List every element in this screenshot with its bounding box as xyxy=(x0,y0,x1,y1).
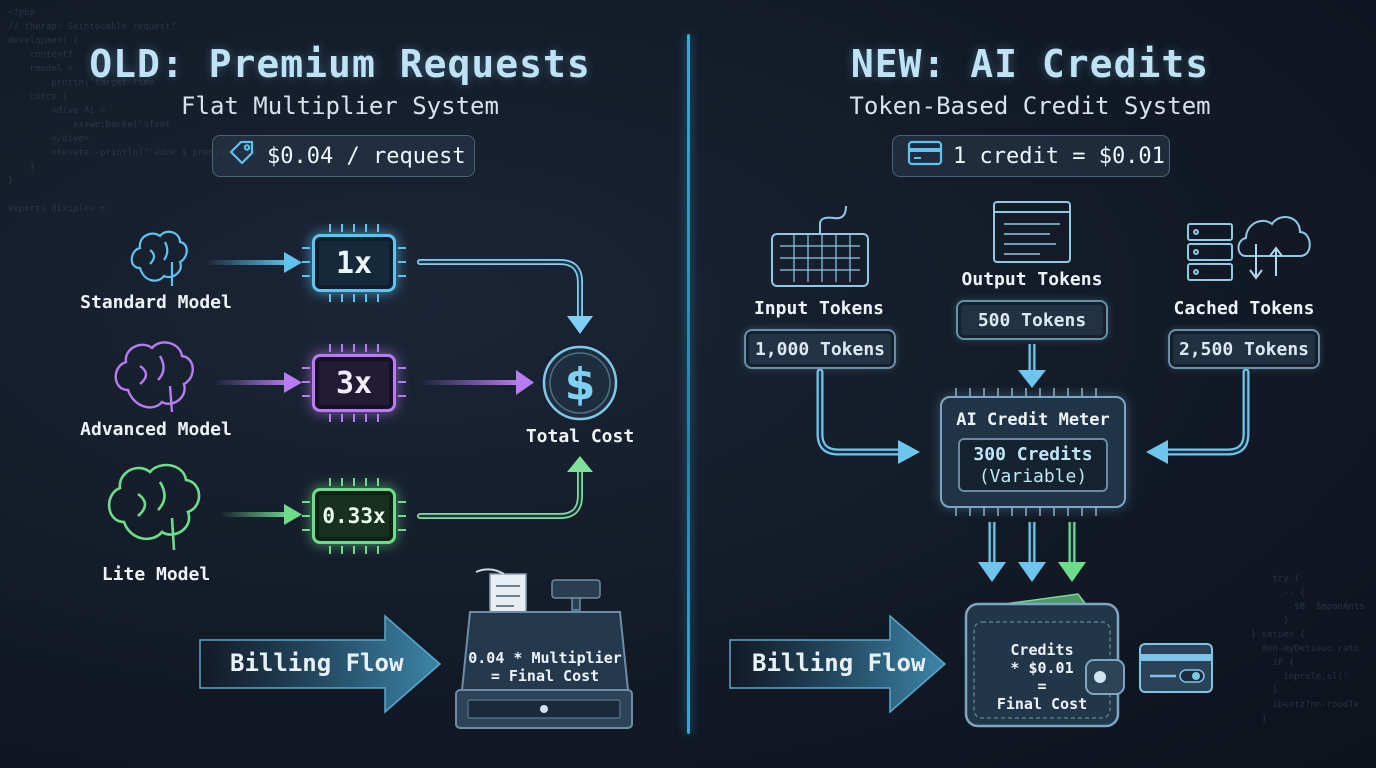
chip-pins-033x xyxy=(302,478,406,554)
chip-pins-3x xyxy=(302,344,406,422)
output-tokens-label: Output Tokens xyxy=(961,269,1103,290)
meter-display: 300 Credits (Variable) xyxy=(958,438,1108,492)
price-badge-left: $0.04 / request xyxy=(212,135,475,177)
wallet-line-1: Credits xyxy=(1010,641,1074,659)
wallet-line-2: * $0.01 xyxy=(1010,659,1074,677)
meter-value-line1: 300 Credits xyxy=(973,444,1093,465)
multiplier-chip-3x: 3x xyxy=(312,354,396,412)
server-cloud-icon xyxy=(1187,216,1311,281)
arrowhead-from-lite xyxy=(567,456,593,472)
dollar-coin-icon: $ xyxy=(542,345,618,421)
right-title: NEW: AI Credits xyxy=(850,42,1210,86)
model-label-advanced: Advanced Model xyxy=(80,419,232,440)
connector-output-to-meter xyxy=(1018,344,1046,388)
multiplier-3x-text: 3x xyxy=(335,365,373,401)
credit-card-icon-large xyxy=(1139,643,1213,693)
price-badge-right: 1 credit = $0.01 xyxy=(892,135,1170,177)
billing-flow-arrow-left xyxy=(199,614,442,714)
register-formula-line2: = Final Cost xyxy=(490,667,600,685)
meter-chip-pins xyxy=(955,388,1097,516)
meter-title: AI Credit Meter xyxy=(956,410,1110,430)
price-badge-right-text: 1 credit = $0.01 xyxy=(953,143,1165,169)
connector-3x-to-total xyxy=(420,370,534,395)
credit-card-icon xyxy=(907,140,943,172)
billing-flow-label-right: Billing Flow xyxy=(752,649,926,677)
meter-value-line2: (Variable) xyxy=(978,466,1088,487)
multiplier-chip-033x: 0.33x xyxy=(312,488,396,544)
billing-flow-label-left: Billing Flow xyxy=(230,649,404,677)
wallet-icon xyxy=(964,593,1125,728)
wallet-line-4: Final Cost xyxy=(996,695,1088,713)
arrow-standard-to-1x xyxy=(205,252,302,273)
arrow-lite-to-033x xyxy=(220,504,302,525)
terminal-window-icon xyxy=(993,201,1071,263)
arrows-meter-to-wallet xyxy=(978,522,1086,582)
chip-pins-1x xyxy=(302,224,406,302)
multiplier-033x-text: 0.33x xyxy=(322,504,386,528)
total-cost-label: Total Cost xyxy=(525,426,635,447)
center-divider xyxy=(687,34,690,734)
right-diagram xyxy=(729,201,1311,728)
cached-tokens-value: 2,500 Tokens xyxy=(1168,329,1320,369)
cash-register-icon xyxy=(455,568,633,729)
right-subtitle: Token-Based Credit System xyxy=(849,92,1211,120)
ai-credit-meter: AI Credit Meter 300 Credits (Variable) xyxy=(940,396,1126,508)
output-tokens-value: 500 Tokens xyxy=(956,300,1108,340)
background-code-right: try { -- { $B $mpooAnts } } setuen { den… xyxy=(1250,574,1365,724)
multiplier-chip-1x: 1x xyxy=(312,234,396,292)
wallet-line-3: = xyxy=(1037,677,1047,695)
left-diagram: $ xyxy=(107,224,633,729)
model-label-lite: Lite Model xyxy=(101,564,211,585)
cached-tokens-label: Cached Tokens xyxy=(1173,298,1315,319)
connector-033x-to-total xyxy=(417,467,583,519)
connector-input-to-meter xyxy=(816,368,920,464)
price-badge-left-text: $0.04 / request xyxy=(267,143,466,169)
billing-flow-arrow-right xyxy=(729,614,947,714)
left-title: OLD: Premium Requests xyxy=(89,42,591,86)
connector-1x-to-total xyxy=(417,259,583,321)
keyboard-icon xyxy=(771,205,869,287)
tag-icon xyxy=(227,138,257,174)
input-tokens-label: Input Tokens xyxy=(753,298,885,319)
brain-icon-advanced xyxy=(114,341,194,413)
model-label-standard: Standard Model xyxy=(80,292,232,313)
left-subtitle: Flat Multiplier System xyxy=(181,92,499,120)
background-code-left: <?php // therap: Seintecable request? de… xyxy=(8,8,274,214)
arrowhead-into-total xyxy=(567,316,593,334)
brain-icon-lite xyxy=(107,463,201,551)
register-formula-line1: 0.04 * Multiplier xyxy=(468,649,622,667)
multiplier-1x-text: 1x xyxy=(335,245,373,281)
brain-icon-standard xyxy=(130,230,188,286)
connector-cached-to-meter xyxy=(1146,368,1250,464)
svg-text:$: $ xyxy=(565,359,596,410)
arrow-advanced-to-3x xyxy=(215,372,302,393)
input-tokens-value: 1,000 Tokens xyxy=(744,329,896,369)
